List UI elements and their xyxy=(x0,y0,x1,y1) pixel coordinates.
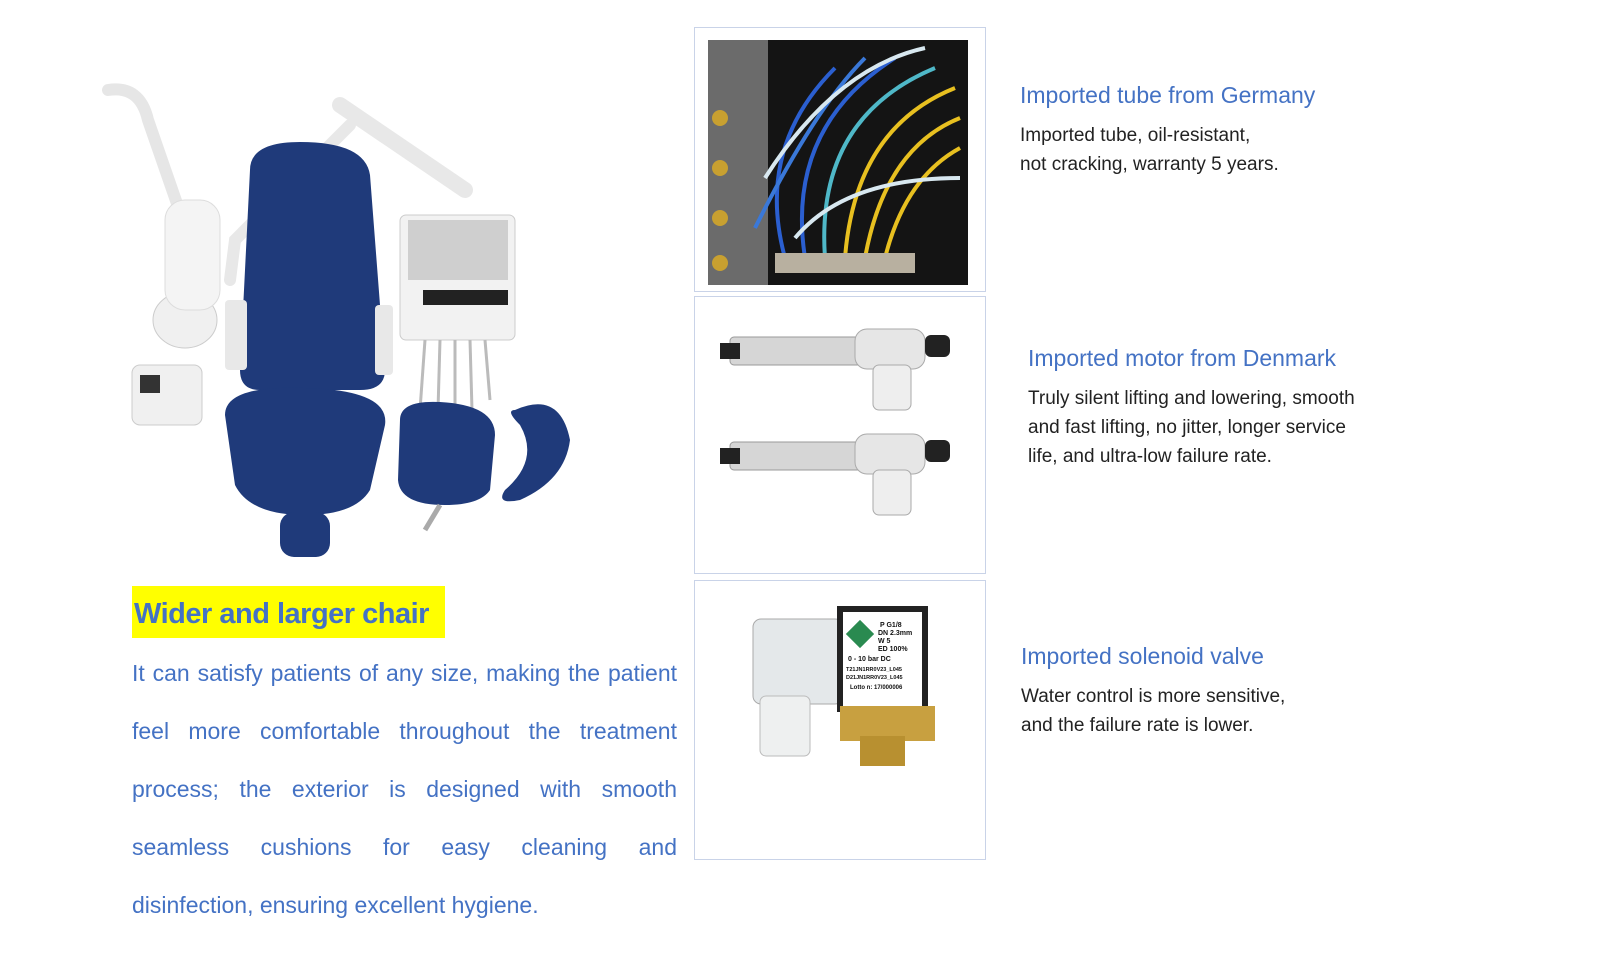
feature-description: Imported tube, oil-resistant, not crackin… xyxy=(1020,121,1315,179)
description-line: and fast lifting, no jitter, longer serv… xyxy=(1028,417,1346,438)
valve-label-text: ED 100% xyxy=(878,646,908,653)
feature-valve: Imported solenoid valve Water control is… xyxy=(1021,643,1285,740)
description-line: and the failure rate is lower. xyxy=(1021,715,1254,736)
description-line: Truly silent lifting and lowering, smoot… xyxy=(1028,388,1355,409)
description-line: not cracking, warranty 5 years. xyxy=(1020,154,1279,175)
dental-chair-image xyxy=(100,80,580,560)
valve-label-text: T21JN1RR0V23_L045 xyxy=(846,667,902,673)
valve-label-text: W 5 xyxy=(878,638,891,645)
tube-image-frame xyxy=(694,27,986,292)
valve-label-text: P G1/8 xyxy=(880,622,902,629)
feature-description: Truly silent lifting and lowering, smoot… xyxy=(1028,384,1408,471)
chair-heading: Wider and larger chair xyxy=(134,598,429,630)
feature-tube: Imported tube from Germany Imported tube… xyxy=(1020,82,1315,179)
description-line: Water control is more sensitive, xyxy=(1021,686,1286,707)
valve-label-text: DN 2.3mm xyxy=(878,630,912,637)
motor-photo xyxy=(719,328,951,516)
motor-image-frame xyxy=(694,296,986,574)
chair-heading-highlight: Wider and larger chair xyxy=(132,586,445,638)
feature-title: Imported tube from Germany xyxy=(1020,82,1316,108)
valve-label-text: Lotto n: 17/000006 xyxy=(850,685,903,691)
feature-title: Imported solenoid valve xyxy=(1021,643,1264,669)
valve-image-frame: P G1/8 DN 2.3mm W 5 ED 100% 0 - 10 bar D… xyxy=(694,580,986,860)
tube-photo xyxy=(708,40,968,285)
valve-label-text: D21JN1RR0V23_L045 xyxy=(846,675,903,681)
description-line: life, and ultra-low failure rate. xyxy=(1028,446,1272,467)
description-line: Imported tube, oil-resistant, xyxy=(1020,125,1251,146)
chair-description: It can satisfy patients of any size, mak… xyxy=(132,660,677,918)
feature-description: Water control is more sensitive, and the … xyxy=(1021,682,1285,740)
valve-label-text: 0 - 10 bar DC xyxy=(848,656,891,663)
feature-title: Imported motor from Denmark xyxy=(1028,345,1337,371)
feature-motor: Imported motor from Denmark Truly silent… xyxy=(1028,345,1408,471)
solenoid-valve-photo: P G1/8 DN 2.3mm W 5 ED 100% 0 - 10 bar D… xyxy=(752,606,935,766)
